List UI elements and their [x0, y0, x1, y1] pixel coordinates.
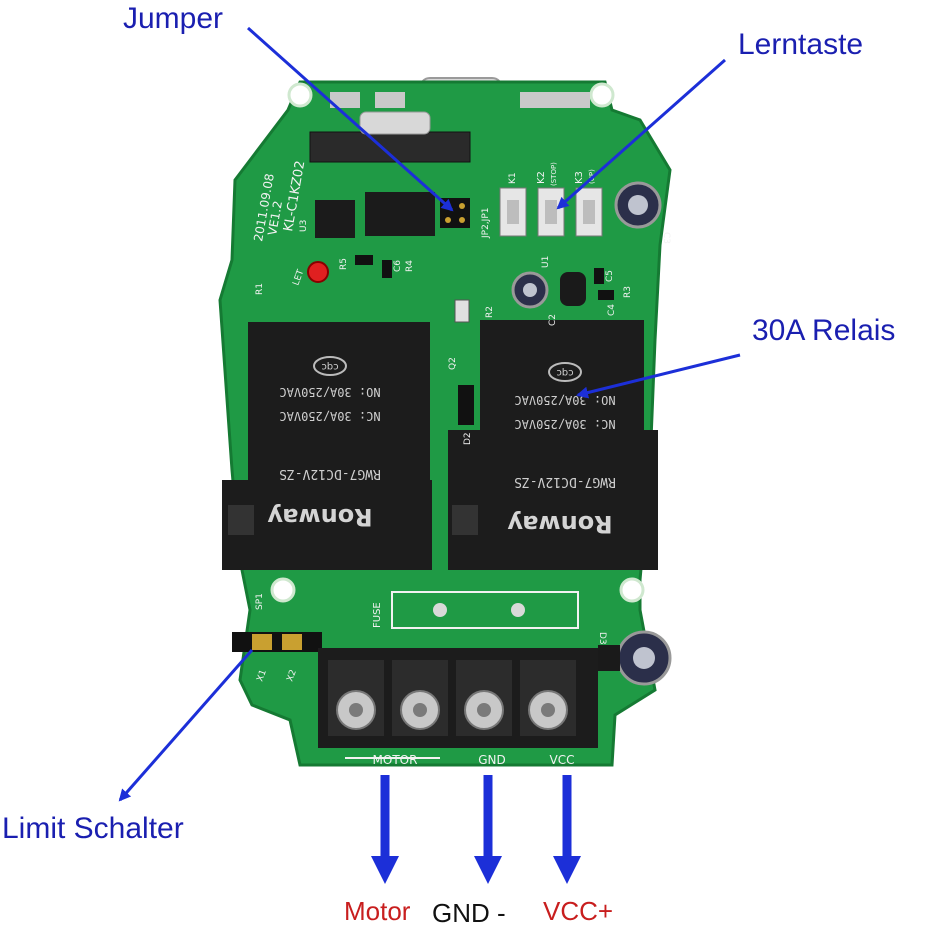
ic-chip	[315, 200, 355, 238]
mounting-hole	[270, 577, 296, 603]
silk-d3: D3	[597, 632, 607, 645]
silk-r1: R1	[255, 283, 265, 295]
callout-lerntaste: Lerntaste	[738, 28, 864, 61]
silk-c6: C6	[393, 260, 403, 272]
button-k1	[499, 187, 527, 237]
silk-sp1: SP1	[255, 593, 265, 610]
silk-r2: R2	[485, 306, 495, 318]
silk-c3: C3	[661, 232, 671, 244]
rf-module	[309, 131, 471, 163]
silk-c5: C5	[605, 270, 615, 282]
relay-right-brand: Ronway	[507, 510, 613, 538]
callout-relais: 30A Relais	[752, 314, 896, 347]
silk-k1: K1	[508, 172, 518, 184]
relay-left-mark: cqc	[321, 361, 338, 372]
relay-left-rating-nc: NC: 30A/250VAC	[279, 409, 380, 423]
silk-r3: R3	[623, 286, 633, 298]
mounting-hole	[287, 82, 313, 108]
limit-arrow	[118, 649, 254, 802]
limit-switch-header	[232, 632, 322, 652]
pcb-board	[218, 80, 672, 767]
silk-fuse: FUSE	[372, 602, 383, 628]
ic-chip	[365, 192, 435, 236]
label-motor: Motor	[344, 896, 411, 926]
relay-left-model: RWG7-DC12V-ZS	[279, 466, 381, 481]
silk-k2: K2	[536, 171, 547, 184]
silk-u1: U1	[541, 256, 551, 268]
led	[307, 261, 329, 283]
terminal-block	[318, 648, 598, 748]
relay-left-rating: NO: 30A/250VAC	[279, 385, 380, 399]
relay-right-rating-nc: NC: 30A/250VAC	[514, 417, 615, 431]
silk-r5: R5	[339, 258, 349, 270]
label-vcc: VCC+	[543, 896, 614, 926]
silk-gnd: GND	[478, 753, 506, 767]
callout-limit-schalter: Limit Schalter	[2, 812, 184, 845]
button-k2	[537, 187, 565, 237]
relay-right	[448, 320, 658, 570]
silk-c2: C2	[548, 314, 558, 326]
silk-k3: K3	[574, 171, 585, 184]
callout-jumper: Jumper	[123, 2, 224, 35]
relay-right-rating: NO: 30A/250VAC	[514, 393, 615, 407]
silk-q2: Q2	[448, 357, 458, 370]
label-gnd: GND -	[432, 898, 506, 928]
silk-motor: MOTOR	[373, 753, 418, 767]
fuse-holder	[391, 591, 579, 629]
silk-r4: R4	[405, 260, 415, 272]
silk-x1: X1	[255, 668, 268, 683]
relais-arrow	[576, 353, 741, 399]
silk-vcc: VCC	[550, 753, 575, 767]
mounting-hole	[619, 577, 645, 603]
button-k3	[575, 187, 603, 237]
mounting-hole	[589, 82, 615, 108]
relay-right-mark: cqc	[556, 367, 573, 378]
silk-d2: D2	[463, 432, 473, 445]
silk-x2: X2	[285, 668, 298, 683]
relay-left	[222, 322, 432, 570]
regulator	[560, 272, 586, 306]
silk-jp: JP2,JP1	[481, 208, 491, 239]
silk-k2-sub: (STOP)	[550, 162, 558, 186]
silk-c4: C4	[607, 304, 617, 316]
relay-left-brand: Ronway	[267, 503, 373, 531]
relay-right-model: RWG7-DC12V-ZS	[514, 474, 616, 489]
jumper-arrow	[247, 26, 454, 212]
silk-u3: U3	[299, 220, 309, 232]
lerntaste-arrow	[556, 58, 726, 210]
silk-version: VE1.2	[265, 200, 285, 237]
